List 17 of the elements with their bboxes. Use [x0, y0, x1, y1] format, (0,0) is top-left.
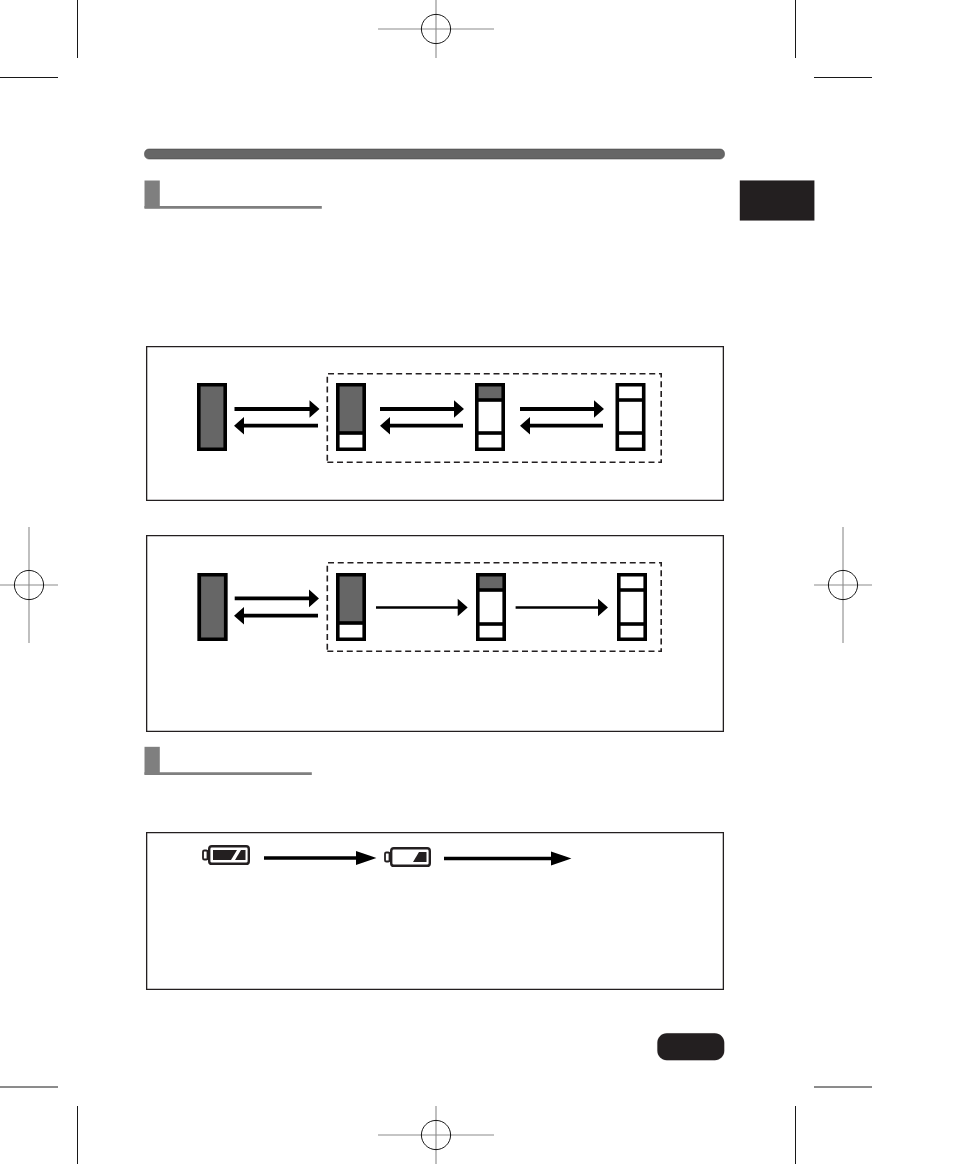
level-bar [475, 383, 505, 451]
chapter-tab [739, 180, 815, 221]
level-bar [197, 383, 227, 451]
level-bar [617, 573, 647, 641]
level-bar [476, 573, 506, 641]
dashed-group-box [326, 373, 662, 463]
page-number-badge [657, 1033, 725, 1061]
level-bar [336, 573, 366, 641]
battery-icon [202, 845, 250, 865]
battery-icon [384, 847, 431, 867]
level-bar [615, 383, 646, 451]
dashed-group-box [326, 562, 662, 652]
level-bar [197, 573, 228, 641]
diagram-panel [146, 346, 724, 501]
diagram-panel [146, 535, 724, 732]
diagram-panel [146, 832, 724, 990]
level-bar [336, 383, 366, 451]
